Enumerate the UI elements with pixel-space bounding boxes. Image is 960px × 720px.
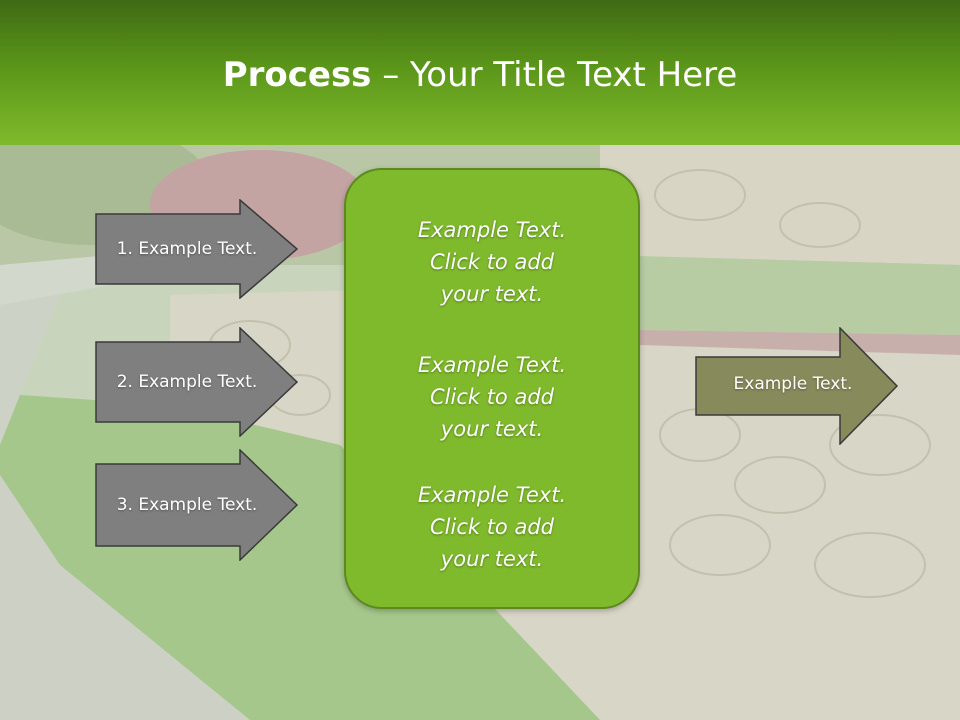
process-box-paragraph-3: Example Text. Click to add your text. [417, 483, 567, 571]
output-arrow[interactable]: Example Text. [695, 327, 899, 445]
input-arrow-1-shape [95, 199, 299, 299]
process-box[interactable]: Example Text. Click to add your text. Ex… [344, 168, 640, 609]
input-arrow-2-label: 2. Example Text. [116, 372, 258, 392]
input-arrow-2-shape [95, 327, 299, 437]
title-bar: Process – Your Title Text Here [0, 0, 960, 145]
input-arrow-3[interactable]: 3. Example Text. [95, 449, 299, 561]
title-rest: – Your Title Text Here [371, 55, 738, 95]
process-box-paragraph-2: Example Text. Click to add your text. [417, 353, 567, 441]
output-arrow-label: Example Text. [733, 374, 853, 394]
input-arrow-3-label: 3. Example Text. [116, 495, 258, 515]
input-arrow-3-shape [95, 449, 299, 561]
output-arrow-shape [695, 327, 899, 445]
slide-title[interactable]: Process – Your Title Text Here [0, 52, 960, 98]
input-arrow-1[interactable]: 1. Example Text. [95, 199, 299, 299]
input-arrow-1-label: 1. Example Text. [116, 239, 258, 259]
process-box-paragraph-1: Example Text. Click to add your text. [417, 218, 567, 306]
title-bold: Process [222, 55, 372, 95]
input-arrow-2[interactable]: 2. Example Text. [95, 327, 299, 437]
